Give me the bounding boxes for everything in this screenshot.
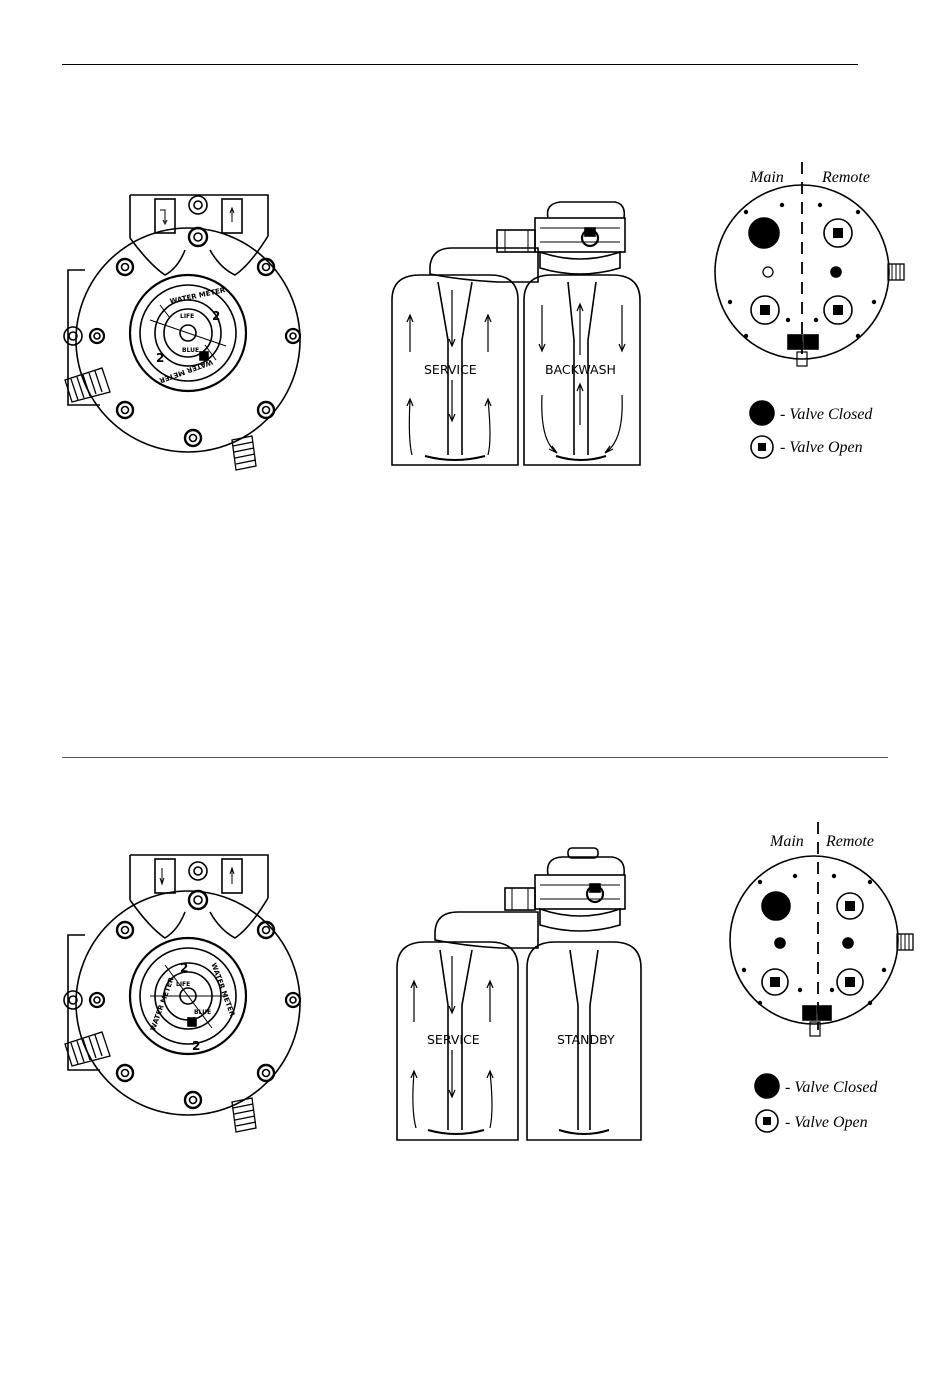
threaded-port-left bbox=[65, 1032, 110, 1066]
threaded-port-bottom bbox=[232, 1098, 256, 1132]
middle-rule bbox=[62, 757, 888, 758]
panel-bottom: WATER METER WATER METER 2 2 LIFE BLUE SE… bbox=[0, 760, 950, 1380]
right-tank-label: BACKWASH bbox=[545, 362, 616, 377]
remote-pilot-closed-icon bbox=[831, 267, 841, 277]
meter-digit-a: 2 bbox=[212, 309, 220, 323]
valve-map-remote-label: Remote bbox=[825, 833, 874, 850]
legend-closed-label: - Valve Closed bbox=[785, 1079, 878, 1096]
main-pilot-closed-icon bbox=[775, 938, 785, 948]
legend-open-label: - Valve Open bbox=[785, 1114, 868, 1131]
right-tank-label: STANDBY bbox=[557, 1032, 615, 1047]
valve-map-main-label: Main bbox=[769, 833, 804, 850]
valve-map-main-label: Main bbox=[749, 169, 784, 186]
main-valve-closed-icon bbox=[749, 218, 779, 248]
meter-inner-text-2: BLUE bbox=[182, 347, 199, 354]
meter-digit-b: 2 bbox=[192, 1039, 200, 1053]
threaded-port-left bbox=[65, 368, 110, 402]
valve-head-meter-drawing bbox=[64, 195, 300, 470]
meter-ring-text-2: WATER METER bbox=[149, 976, 176, 1032]
valve-head-meter-drawing bbox=[64, 855, 300, 1132]
panel-top: WATER METER WATER METER 2 2 LIFE BLUE bbox=[0, 0, 950, 700]
main-pilot-open-icon bbox=[763, 267, 773, 277]
meter-inner-text-1: LIFE bbox=[176, 981, 190, 988]
valve-map-remote-label: Remote bbox=[821, 169, 870, 186]
meter-inner-text-1: LIFE bbox=[180, 313, 194, 320]
twin-tanks-drawing bbox=[392, 202, 640, 465]
legend-open-label: - Valve Open bbox=[780, 439, 863, 456]
legend-closed-icon bbox=[755, 1074, 779, 1098]
panel-bottom-drawing: WATER METER WATER METER 2 2 LIFE BLUE SE… bbox=[0, 760, 950, 1380]
legend-closed-icon bbox=[750, 401, 774, 425]
remote-pilot-closed-icon bbox=[843, 938, 853, 948]
twin-tanks-drawing bbox=[397, 848, 641, 1140]
panel-top-drawing: WATER METER WATER METER 2 2 LIFE BLUE bbox=[0, 0, 950, 700]
meter-digit-a: 2 bbox=[180, 961, 188, 975]
meter-ring-text-1: WATER METER bbox=[209, 962, 236, 1018]
left-tank-label: SERVICE bbox=[427, 1032, 480, 1047]
valve-map-dots bbox=[742, 874, 886, 1005]
meter-digit-b: 2 bbox=[156, 351, 164, 365]
flow-arrows-right bbox=[539, 304, 625, 453]
legend-closed-label: - Valve Closed bbox=[780, 406, 873, 423]
main-valve-closed-icon bbox=[762, 892, 790, 920]
left-tank-label: SERVICE bbox=[424, 362, 477, 377]
meter-inner-text-2: BLUE bbox=[194, 1009, 211, 1016]
